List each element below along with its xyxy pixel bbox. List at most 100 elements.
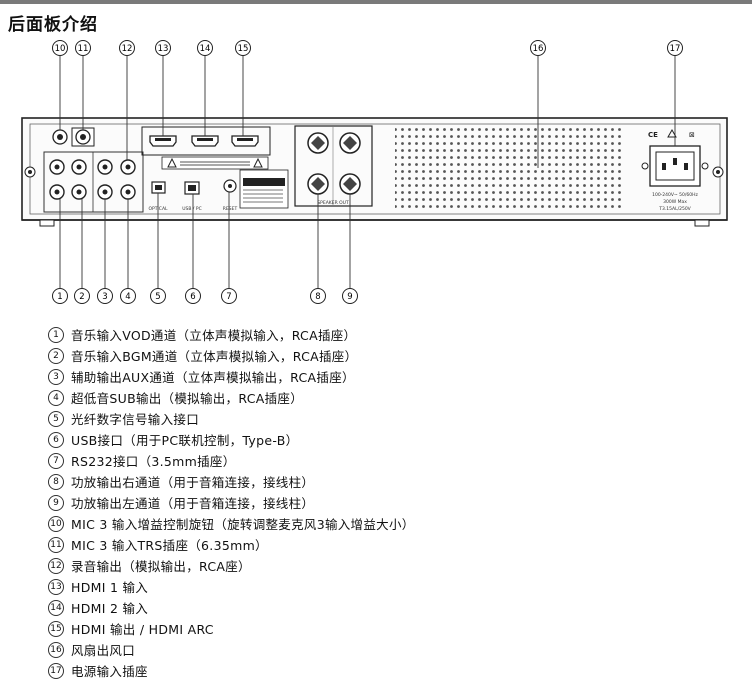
legend-text: MIC 3 输入TRS插座（6.35mm）	[71, 538, 268, 553]
legend-number: 2	[48, 347, 64, 364]
svg-text:1: 1	[57, 292, 62, 302]
bgm-rca-jack	[71, 159, 87, 200]
legend-number: 7	[48, 452, 64, 469]
caution-label	[161, 156, 269, 170]
rca-jacks	[49, 159, 136, 200]
legend-text: 风扇出风口	[71, 643, 136, 658]
page-title: 后面板介绍	[8, 15, 98, 35]
svg-text:6: 6	[190, 292, 195, 302]
svg-text:17: 17	[670, 44, 681, 54]
svg-text:13: 13	[158, 44, 169, 54]
aux-rca-jack	[97, 159, 113, 200]
callout-3: 3	[97, 288, 113, 304]
hdmi-ports	[149, 135, 259, 147]
callout-17: 17	[667, 40, 683, 56]
svg-text:12: 12	[122, 44, 133, 54]
legend-text: 音乐输入VOD通道（立体声模拟输入，RCA插座）	[71, 328, 357, 343]
svg-text:7: 7	[226, 292, 231, 302]
legend-number: 13	[48, 578, 64, 595]
callout-8: 8	[310, 288, 326, 304]
svg-text:9: 9	[347, 292, 352, 302]
optical-port	[151, 181, 166, 194]
hdmi-1-port	[149, 135, 177, 147]
svg-text:8: 8	[315, 292, 320, 302]
legend-number: 10	[48, 515, 64, 532]
callout-10: 10	[52, 40, 68, 56]
svg-text:5: 5	[155, 292, 160, 302]
legend-number: 1	[48, 326, 64, 343]
hdmi-2-port	[191, 135, 219, 147]
mic3-trs-jack	[71, 127, 95, 147]
svg-text:CE: CE	[648, 131, 658, 139]
voltage-label: 100-240V~ 50/60Hz	[652, 192, 698, 198]
speaker-terminal-l	[339, 132, 361, 195]
legend-text: RS232接口（3.5mm插座）	[71, 454, 236, 469]
legend-item: 15 HDMI 输出 / HDMI ARC	[48, 618, 415, 639]
svg-text:14: 14	[200, 44, 211, 54]
fuse-label: T3.15AL/250V	[658, 206, 691, 212]
power-inlet: CE ⊠	[641, 128, 709, 187]
legend-item: 1 音乐输入VOD通道（立体声模拟输入，RCA插座）	[48, 324, 415, 345]
legend-number: 16	[48, 641, 64, 658]
legend-text: 功放输出左通道（用于音箱连接，接线柱）	[71, 496, 315, 511]
legend-item: 8 功放输出右通道（用于音箱连接，接线柱）	[48, 471, 415, 492]
legend-item: 2 音乐输入BGM通道（立体声模拟输入，RCA插座）	[48, 345, 415, 366]
callout-13: 13	[155, 40, 171, 56]
legend-number: 9	[48, 494, 64, 511]
legend-number: 4	[48, 389, 64, 406]
callout-11: 11	[75, 40, 91, 56]
legend-text: 音乐输入BGM通道（立体声模拟输入，RCA插座）	[71, 349, 358, 364]
rear-panel-diagram: OPTICAL USB / PC RESET SPEAKE	[21, 40, 728, 304]
callout-16: 16	[530, 40, 546, 56]
legend-number: 14	[48, 599, 64, 616]
legend-number: 12	[48, 557, 64, 574]
legend-item: 10 MIC 3 输入增益控制旋钮（旋转调整麦克风3输入增益大小）	[48, 513, 415, 534]
legend-text: USB接口（用于PC联机控制，Type-B）	[71, 433, 299, 448]
speaker-out-label: SPEAKER OUT	[317, 200, 349, 206]
legend-text: HDMI 输出 / HDMI ARC	[71, 622, 214, 637]
callout-6: 6	[185, 288, 201, 304]
mic3-gain-knob	[52, 129, 68, 145]
legend-item: 12 录音输出（模拟输出，RCA座）	[48, 555, 415, 576]
rs232-jack	[223, 179, 237, 193]
legend-list: 1 音乐输入VOD通道（立体声模拟输入，RCA插座） 2 音乐输入BGM通道（立体声…	[48, 324, 415, 681]
power-label: 300W Max	[663, 199, 687, 205]
callout-2: 2	[74, 288, 90, 304]
legend-number: 15	[48, 620, 64, 637]
svg-text:10: 10	[55, 44, 66, 54]
legend-number: 5	[48, 410, 64, 427]
legend-text: 辅助输出AUX通道（立体声模拟输出，RCA插座）	[71, 370, 355, 385]
vod-rca-jack	[49, 159, 65, 200]
svg-text:11: 11	[78, 44, 89, 54]
callout-5: 5	[150, 288, 166, 304]
legend-text: 超低音SUB输出（模拟输出，RCA插座）	[71, 391, 304, 406]
usb-port	[184, 181, 200, 195]
legend-item: 9 功放输出左通道（用于音箱连接，接线柱）	[48, 492, 415, 513]
svg-text:4: 4	[125, 292, 130, 302]
legend-text: 电源输入插座	[71, 664, 148, 679]
svg-text:2: 2	[79, 292, 84, 302]
hdmi-out-port	[231, 135, 259, 147]
legend-text: 录音输出（模拟输出，RCA座）	[71, 559, 251, 574]
legend-text: 功放输出右通道（用于音箱连接，接线柱）	[71, 475, 315, 490]
legend-item: 16 风扇出风口	[48, 639, 415, 660]
leader-lines	[59, 56, 676, 288]
callout-1: 1	[52, 288, 68, 304]
callout-9: 9	[342, 288, 358, 304]
svg-text:16: 16	[533, 44, 544, 54]
legend-item: 3 辅助输出AUX通道（立体声模拟输出，RCA插座）	[48, 366, 415, 387]
legend-item: 7 RS232接口（3.5mm插座）	[48, 450, 415, 471]
legend-number: 17	[48, 662, 64, 679]
legend-text: MIC 3 输入增益控制旋钮（旋转调整麦克风3输入增益大小）	[71, 517, 415, 532]
speaker-terminal-r	[307, 132, 329, 195]
reset-label: RESET	[223, 206, 238, 212]
legend-number: 3	[48, 368, 64, 385]
callout-14: 14	[197, 40, 213, 56]
fan-vent	[395, 126, 625, 212]
legend-number: 8	[48, 473, 64, 490]
usb-label: USB / PC	[182, 206, 201, 212]
